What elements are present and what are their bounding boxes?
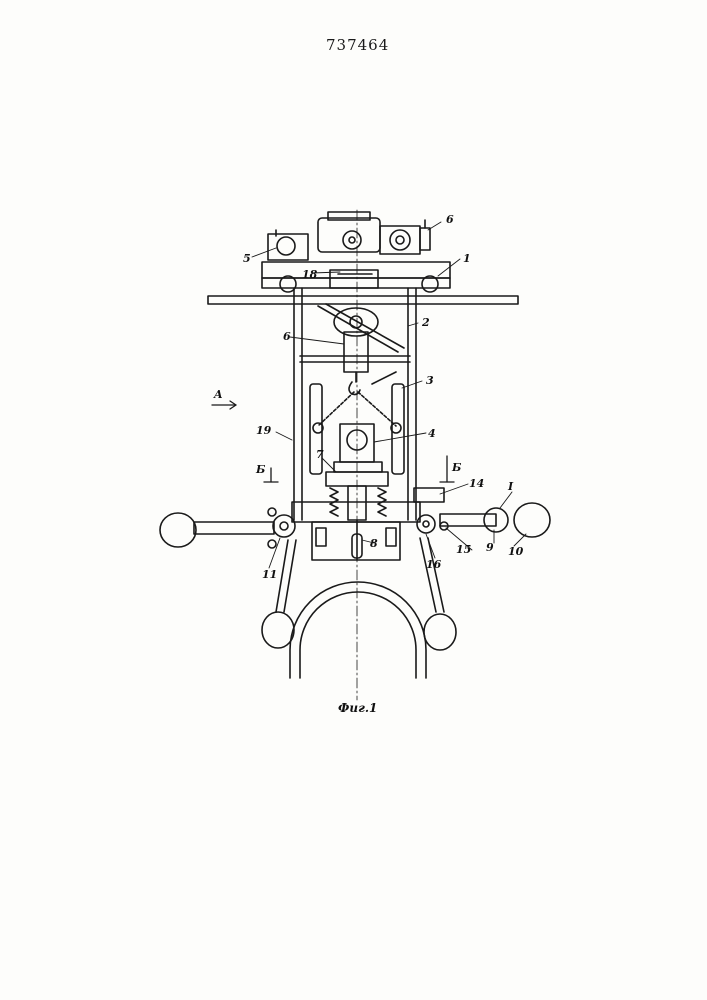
right-arm xyxy=(417,503,550,650)
label-7: 7 xyxy=(316,448,324,461)
label-1: 1 xyxy=(463,252,471,265)
label-5: 5 xyxy=(243,252,251,265)
label-11: 11 xyxy=(262,568,277,581)
label-3: 3 xyxy=(426,374,434,387)
label-14: 14 xyxy=(469,477,484,490)
label-19: 19 xyxy=(256,424,272,437)
label-9: 9 xyxy=(486,541,494,554)
label-18: 18 xyxy=(302,268,318,281)
guide-rail xyxy=(208,296,518,304)
label-I: I xyxy=(507,480,514,493)
figure-caption: Фиг.1 xyxy=(338,701,377,715)
lower-crossbar xyxy=(292,488,444,560)
label-16: 16 xyxy=(426,558,442,571)
label-15: 15 xyxy=(456,543,471,556)
label-8: 8 xyxy=(370,537,378,550)
label-A: A xyxy=(213,388,223,401)
top-drive-assembly xyxy=(268,212,430,260)
top-crossbeam xyxy=(208,262,518,304)
label-section-left: Б xyxy=(255,463,266,476)
label-4: 4 xyxy=(428,427,436,440)
label-6-top: 6 xyxy=(446,213,454,226)
label-10: 10 xyxy=(508,545,524,558)
label-2: 2 xyxy=(421,316,430,329)
label-6-mid: 6 xyxy=(283,330,291,343)
section-marks xyxy=(212,401,454,482)
label-section-right: Б xyxy=(451,461,462,474)
pipe-section xyxy=(290,582,426,678)
